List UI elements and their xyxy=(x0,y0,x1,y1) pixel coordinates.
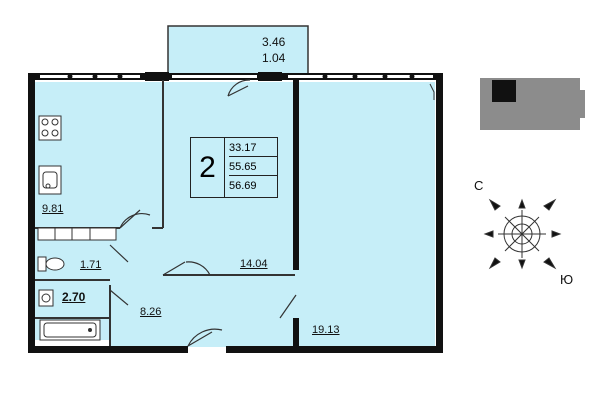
room1-area-label: 14.04 xyxy=(240,258,268,270)
compass-south-label: Ю xyxy=(560,272,574,287)
balcony-area-label: 3.46 xyxy=(262,35,286,49)
bathtub xyxy=(39,319,101,341)
doors xyxy=(109,79,297,347)
room-fills xyxy=(35,82,435,347)
rooms-count: 2 xyxy=(191,138,225,197)
partition-wall xyxy=(293,80,299,270)
apartment-summary-box: 2 33.17 55.65 56.69 xyxy=(190,137,278,198)
building-minimap xyxy=(480,78,585,130)
compass-north-label: С xyxy=(474,178,484,193)
partition-wall-lower xyxy=(293,318,299,348)
total-area-with-balcony: 56.69 xyxy=(229,180,257,192)
kitchen-area-label: 9.81 xyxy=(42,203,64,215)
toilet-area-label: 1.71 xyxy=(80,259,102,271)
washbasin xyxy=(38,289,54,307)
stove xyxy=(38,115,62,141)
room2-area-label: 19.13 xyxy=(312,324,340,336)
toilet xyxy=(37,256,65,272)
sink xyxy=(38,165,62,195)
balcony-reduced-area-label: 1.04 xyxy=(262,51,286,65)
compass-rose xyxy=(483,198,562,270)
total-area: 55.65 xyxy=(229,158,277,176)
windows xyxy=(40,72,433,81)
bath-area-label: 2.70 xyxy=(62,290,86,304)
living-area: 33.17 xyxy=(229,139,277,157)
pipe-corner xyxy=(429,83,435,100)
cabinet-row xyxy=(37,227,117,241)
balcony xyxy=(167,25,309,77)
hall-area-label: 8.26 xyxy=(140,306,162,318)
